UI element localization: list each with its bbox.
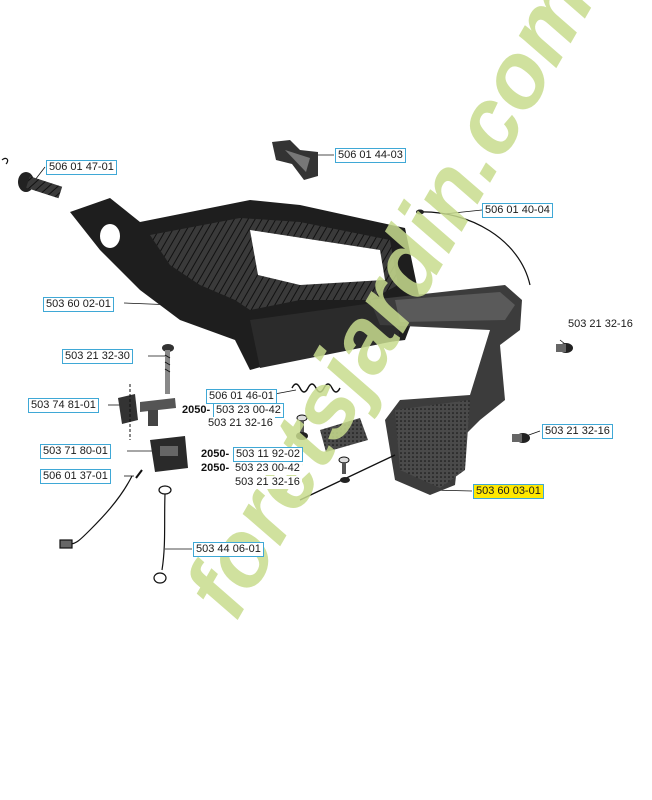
callout-503-60-03-01: 503 60 03-01 [473, 484, 544, 499]
wire-503-44-06-01 [153, 485, 172, 584]
callout-503-74-81-01: 503 74 81-01 [28, 398, 99, 413]
screw-506-01-47-01 [18, 172, 63, 199]
spring-506-01-46-01 [291, 383, 341, 393]
handle-frame-503-60-02-01 [70, 198, 420, 370]
model-prefix-a: 2050- [182, 404, 211, 416]
callout-503-21-32-16-b: 503 21 32-16 [206, 417, 275, 430]
handle-503-60-03-01 [370, 285, 522, 495]
callout-506-01-44-03: 506 01 44-03 [335, 148, 406, 163]
callout-503-11-92-02: 503 11 92-02 [233, 447, 304, 462]
callout-503-21-32-16-d: 503 21 32-16 [233, 476, 302, 489]
callout-503-21-32-16-a: 503 21 32-16 [566, 318, 635, 331]
screw-right-upper [556, 343, 573, 353]
bracket-503-74-81-01 [118, 384, 176, 440]
center-screws [296, 414, 350, 474]
screw-right-lower [512, 433, 530, 443]
plate-503-11-92-02 [320, 418, 368, 452]
model-prefix-b: 2050- [201, 448, 230, 460]
callout-506-01-40-04: 506 01 40-04 [482, 203, 553, 218]
clip-506-01-44-03 [272, 140, 318, 180]
callout-503-60-02-01: 503 60 02-01 [43, 297, 114, 312]
callout-503-44-06-01: 503 44 06-01 [193, 542, 264, 557]
callout-506-01-47-01: 506 01 47-01 [46, 160, 117, 175]
callout-503-21-32-16-c: 503 21 32-16 [542, 424, 613, 439]
callout-506-01-46-01: 506 01 46-01 [206, 389, 277, 404]
switch-503-71-80-01 [150, 436, 188, 472]
wire-506-01-37-01 [59, 469, 143, 549]
model-prefix-c: 2050- [201, 462, 230, 474]
callout-506-01-37-01: 506 01 37-01 [40, 469, 111, 484]
callout-503-71-80-01: 503 71 80-01 [40, 444, 111, 459]
callout-503-23-00-42-a: 503 23 00-42 [213, 403, 284, 418]
callout-503-23-00-42-b: 503 23 00-42 [233, 462, 302, 475]
bolt-503-21-32-30 [162, 344, 174, 394]
callout-503-21-32-30: 503 21 32-30 [62, 349, 133, 364]
